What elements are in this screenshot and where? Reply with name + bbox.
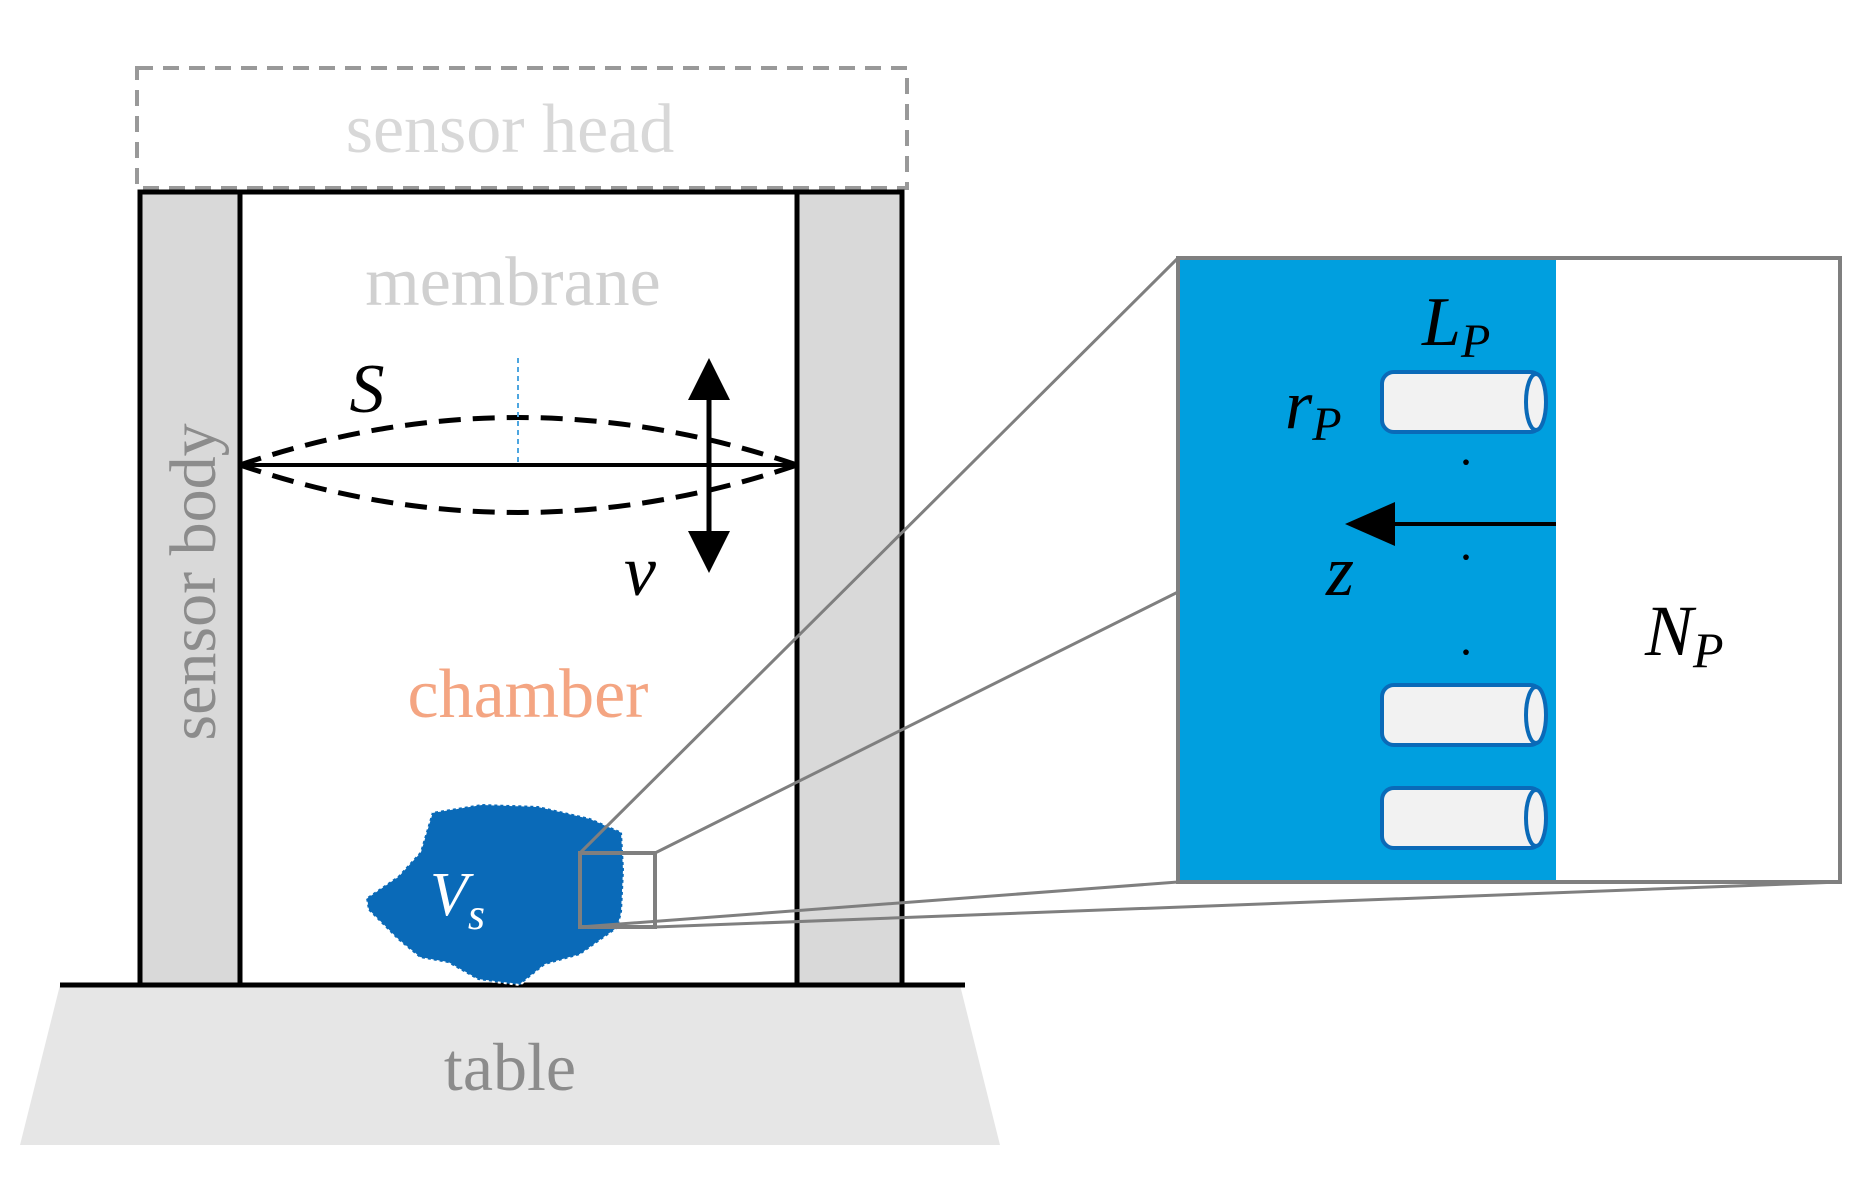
axis-z-symbol: z [1325, 531, 1354, 611]
sensor-body-right-wall [794, 189, 905, 988]
pore-1 [1380, 370, 1548, 434]
ellipsis-dot-3: · [1458, 626, 1474, 679]
membrane-label: membrane [365, 244, 660, 321]
pore-length-symbol: LP [1421, 284, 1490, 368]
membrane-upper-dashed [239, 415, 798, 468]
velocity-arrow-icon [688, 358, 730, 573]
zoom-line-1 [578, 256, 1180, 855]
sample-volume-sub: s [468, 890, 485, 939]
zoom-line-4 [579, 880, 1179, 929]
sensor-head-outline [135, 66, 909, 190]
pore-radius-symbol: rP [1285, 367, 1342, 451]
pore-radius-main: r [1285, 367, 1313, 444]
pore-2 [1380, 683, 1548, 747]
inset-white-region [1556, 258, 1840, 882]
pore-count-symbol: NP [1644, 591, 1724, 678]
sample-volume-main: V [430, 861, 474, 929]
inset-blue-region [1178, 258, 1556, 882]
sample-volume-blob [364, 802, 626, 987]
chamber-label: chamber [408, 656, 649, 733]
zoom-source-box [578, 851, 657, 929]
inset-outline [1176, 256, 1842, 884]
sensor-head-label: sensor head [346, 91, 675, 168]
pore-radius-sub: P [1311, 398, 1341, 451]
pore-length-main: L [1421, 284, 1461, 361]
sensor-body-left-wall [137, 189, 243, 988]
z-arrow-icon [1345, 502, 1556, 546]
table-base [20, 985, 1000, 1145]
pore-count-main: N [1644, 591, 1697, 671]
ellipsis-dot-2: · [1458, 531, 1474, 584]
pore-count-sub: P [1692, 622, 1724, 678]
sensor-body-label: sensor body [157, 423, 230, 740]
velocity-symbol: v [624, 531, 656, 611]
zoom-line-2 [654, 590, 1179, 855]
area-symbol: S [350, 351, 385, 428]
zoom-line-3 [654, 880, 1841, 929]
table-label: table [444, 1029, 576, 1105]
ellipsis-dot-1: · [1458, 436, 1474, 489]
sample-volume-symbol: Vs [430, 861, 485, 939]
pore-3 [1380, 786, 1548, 850]
pore-length-sub: P [1460, 315, 1490, 368]
membrane-lower-dashed [239, 462, 798, 515]
